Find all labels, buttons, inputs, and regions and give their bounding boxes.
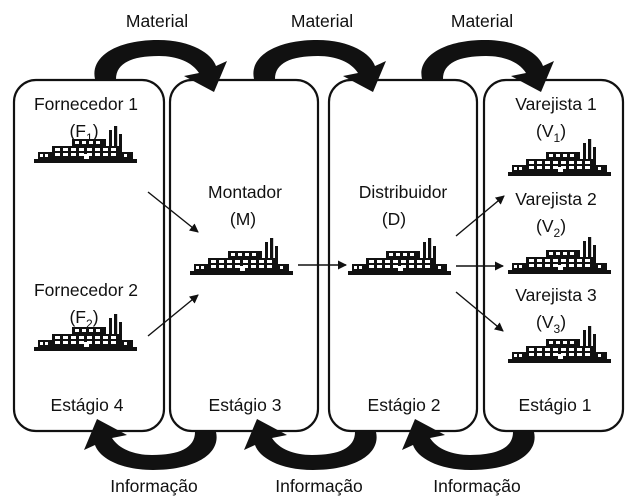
information-label-3: Informação — [433, 476, 521, 496]
retailer-1-subscript: 1 — [554, 131, 561, 145]
material-arrow-2 — [253, 40, 386, 92]
distributor-code: (D) — [382, 209, 406, 229]
stage-4-label: Estágio 4 — [51, 395, 124, 415]
material-label-2: Material — [291, 11, 353, 31]
material-arrow-1 — [94, 40, 227, 92]
curved-arrow-left-icon — [84, 419, 217, 470]
retailer-3-letter: V — [542, 312, 554, 332]
curved-arrow-right-icon — [253, 40, 386, 92]
curved-arrow-right-icon — [94, 40, 227, 92]
supplier-2-letter: F — [75, 307, 86, 327]
factory-icon — [508, 237, 611, 274]
arrow-distributor-to-retailer1 — [455, 195, 505, 237]
stage-1-box — [482, 78, 625, 433]
retailer-3-subscript: 3 — [554, 322, 561, 336]
retailer-2-letter: V — [542, 216, 554, 236]
material-arrow-3 — [421, 40, 554, 92]
assembler-name: Montador — [208, 182, 282, 202]
stage-2-box — [327, 78, 479, 433]
assembler-code: (M) — [230, 209, 256, 229]
supplier-1-subscript: 1 — [86, 131, 93, 145]
curved-arrow-left-icon — [244, 419, 377, 470]
supplier-2-subscript: 2 — [86, 317, 93, 331]
retailer-1-name: Varejista 1 — [515, 94, 596, 114]
retailer-3-name: Varejista 3 — [515, 285, 596, 305]
information-label-2: Informação — [275, 476, 363, 496]
stage-3-label: Estágio 3 — [209, 395, 282, 415]
supplier-2-name: Fornecedor 2 — [34, 280, 138, 300]
retailer-1-code: (V1) — [536, 121, 566, 145]
factory-icon — [348, 238, 451, 275]
retailer-2-subscript: 2 — [554, 226, 561, 240]
curved-arrow-right-icon — [421, 40, 554, 92]
material-label-1: Material — [126, 11, 188, 31]
material-label-3: Material — [451, 11, 513, 31]
retailer-2-code: (V2) — [536, 216, 566, 240]
information-arrow-3 — [402, 419, 535, 470]
stage-1-label: Estágio 1 — [519, 395, 592, 415]
information-label-1: Informação — [110, 476, 198, 496]
factory-icon — [190, 238, 293, 275]
arrow-distributor-to-retailer3 — [455, 291, 504, 332]
retailer-2-name: Varejista 2 — [515, 189, 596, 209]
retailer-1-letter: V — [542, 121, 554, 141]
supplier-1-letter: F — [75, 121, 86, 141]
arrow-supplier2-to-assembler — [147, 294, 199, 337]
supplier-1-name: Fornecedor 1 — [34, 94, 138, 114]
arrow-supplier1-to-assembler — [147, 191, 199, 233]
information-arrow-1 — [84, 419, 217, 470]
stage-2-label: Estágio 2 — [368, 395, 441, 415]
retailer-3-code: (V3) — [536, 312, 566, 336]
information-arrow-2 — [244, 419, 377, 470]
stage-3-box — [168, 78, 320, 433]
stage-4-box — [12, 78, 166, 433]
curved-arrow-left-icon — [402, 419, 535, 470]
distributor-name: Distribuidor — [359, 182, 448, 202]
